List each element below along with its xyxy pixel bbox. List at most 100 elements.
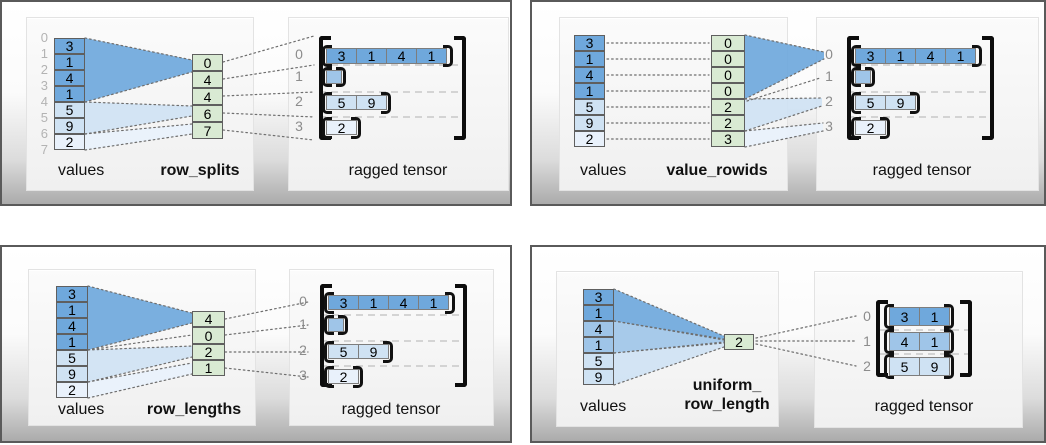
open-bracket-icon <box>851 92 861 114</box>
panel-uniform-row-length: 3 1 4 1 5 9 2 0 1 2 3 1 4 1 5 9 values u… <box>530 245 1046 443</box>
tensor-row: 3 1 4 1 <box>328 295 449 311</box>
row-splits-cell: 6 <box>192 105 223 122</box>
tensor-row: 3 1 4 1 <box>855 48 976 64</box>
tensor-cell: 2 <box>326 120 357 136</box>
value-rowids-cell: 3 <box>711 131 745 147</box>
tensor-cell: 9 <box>919 357 950 376</box>
method-label-line2: row_length <box>684 396 770 413</box>
row-index-label: 0 <box>825 46 833 62</box>
tensor-label: ragged tensor <box>348 162 448 179</box>
open-bracket-icon <box>884 354 894 379</box>
tensor-row: 2 <box>855 120 886 136</box>
value-cell: 4 <box>583 321 614 337</box>
open-bracket-icon <box>876 300 888 377</box>
tensor-cell: 9 <box>358 344 389 360</box>
value-cell: 3 <box>583 289 614 305</box>
close-bracket-icon <box>944 354 954 379</box>
tensor-cell: 9 <box>356 95 387 111</box>
value-cell: 1 <box>574 83 605 99</box>
close-bracket-icon <box>960 300 972 377</box>
tensor-row: 3 1 4 1 <box>326 48 447 64</box>
uniform-row-length-cell: 2 <box>724 334 754 350</box>
method-label-line1: uniform_ <box>692 377 762 394</box>
tensor-cell: 1 <box>356 48 387 64</box>
close-bracket-icon <box>381 92 391 114</box>
value-cell: 3 <box>54 38 85 54</box>
tensor-cell: 2 <box>855 120 886 136</box>
tensor-cell: 1 <box>416 48 447 64</box>
tensor-cell: 4 <box>915 48 946 64</box>
value-cell: 3 <box>574 35 605 51</box>
row-splits-cell: 0 <box>192 54 223 71</box>
row-index-label: 3 <box>295 118 303 134</box>
tensor-cell: 1 <box>885 48 916 64</box>
row-lengths-cell: 1 <box>192 360 225 376</box>
tensor-cell: 5 <box>328 344 359 360</box>
open-bracket-icon <box>324 366 334 388</box>
value-cell: 5 <box>583 353 614 369</box>
open-bracket-icon <box>324 341 334 363</box>
open-bracket-icon <box>324 315 334 335</box>
value-cell: 3 <box>56 286 88 302</box>
row-lengths-cell: 2 <box>192 344 225 360</box>
tensor-row: 2 <box>326 120 357 136</box>
open-bracket-icon <box>322 45 332 67</box>
value-cell: 9 <box>574 115 605 131</box>
row-index-label: 0 <box>295 46 303 62</box>
row-index-label: 1 <box>825 68 833 84</box>
tensor-cell: 9 <box>885 95 916 111</box>
row-index-label: 2 <box>299 342 307 358</box>
close-bracket-icon <box>445 292 455 314</box>
close-bracket-icon <box>336 67 346 87</box>
row-splits-cell: 4 <box>192 88 223 105</box>
value-rowids-cell: 2 <box>711 115 745 131</box>
open-bracket-icon <box>851 45 861 67</box>
row-index-label: 0 <box>299 293 307 309</box>
close-bracket-icon <box>972 45 982 67</box>
value-cell: 4 <box>56 318 88 334</box>
row-index-label: 1 <box>299 316 307 332</box>
tensor-row: 5 9 <box>855 95 916 111</box>
open-bracket-icon <box>851 117 861 139</box>
tensor-cell: 1 <box>919 307 950 326</box>
open-bracket-icon <box>322 117 332 139</box>
tensor-row: 5 9 <box>328 344 389 360</box>
value-index-label: 3 <box>40 78 48 93</box>
value-cell: 9 <box>54 118 85 134</box>
panel-row-splits: 0 1 2 3 4 5 6 7 3 1 4 1 5 9 2 0 4 4 6 7 … <box>0 0 512 206</box>
close-bracket-icon <box>353 366 363 388</box>
row-index-label: 2 <box>825 93 833 109</box>
close-bracket-icon <box>383 341 393 363</box>
row-index-label: 2 <box>863 358 871 374</box>
value-rowids-cell: 0 <box>711 51 745 67</box>
value-cell: 1 <box>583 337 614 353</box>
value-cell: 2 <box>574 131 605 147</box>
close-bracket-icon <box>351 117 361 139</box>
value-index-label: 7 <box>40 142 48 157</box>
value-cell: 1 <box>583 305 614 321</box>
close-bracket-icon <box>455 284 467 387</box>
value-index-label: 5 <box>40 110 48 125</box>
close-bracket-icon <box>982 36 994 140</box>
tensor-cell: 4 <box>386 48 417 64</box>
value-cell: 1 <box>56 334 88 350</box>
value-cell: 2 <box>56 382 88 398</box>
values-label: values <box>580 162 627 179</box>
values-label: values <box>580 398 627 415</box>
values-label: values <box>58 162 105 179</box>
value-index-label: 1 <box>40 46 48 61</box>
row-index-label: 1 <box>295 68 303 84</box>
tensor-empty-cell <box>855 70 871 84</box>
close-bracket-icon <box>910 92 920 114</box>
value-cell: 5 <box>574 99 605 115</box>
value-cell: 4 <box>574 67 605 83</box>
close-bracket-icon <box>880 117 890 139</box>
tensor-cell: 2 <box>328 369 359 385</box>
values-label: values <box>58 401 105 418</box>
value-cell: 5 <box>54 102 85 118</box>
tensor-label: ragged tensor <box>341 401 441 418</box>
tensor-row: 2 <box>328 369 359 385</box>
close-bracket-icon <box>944 329 954 354</box>
value-index-label: 0 <box>40 30 48 45</box>
